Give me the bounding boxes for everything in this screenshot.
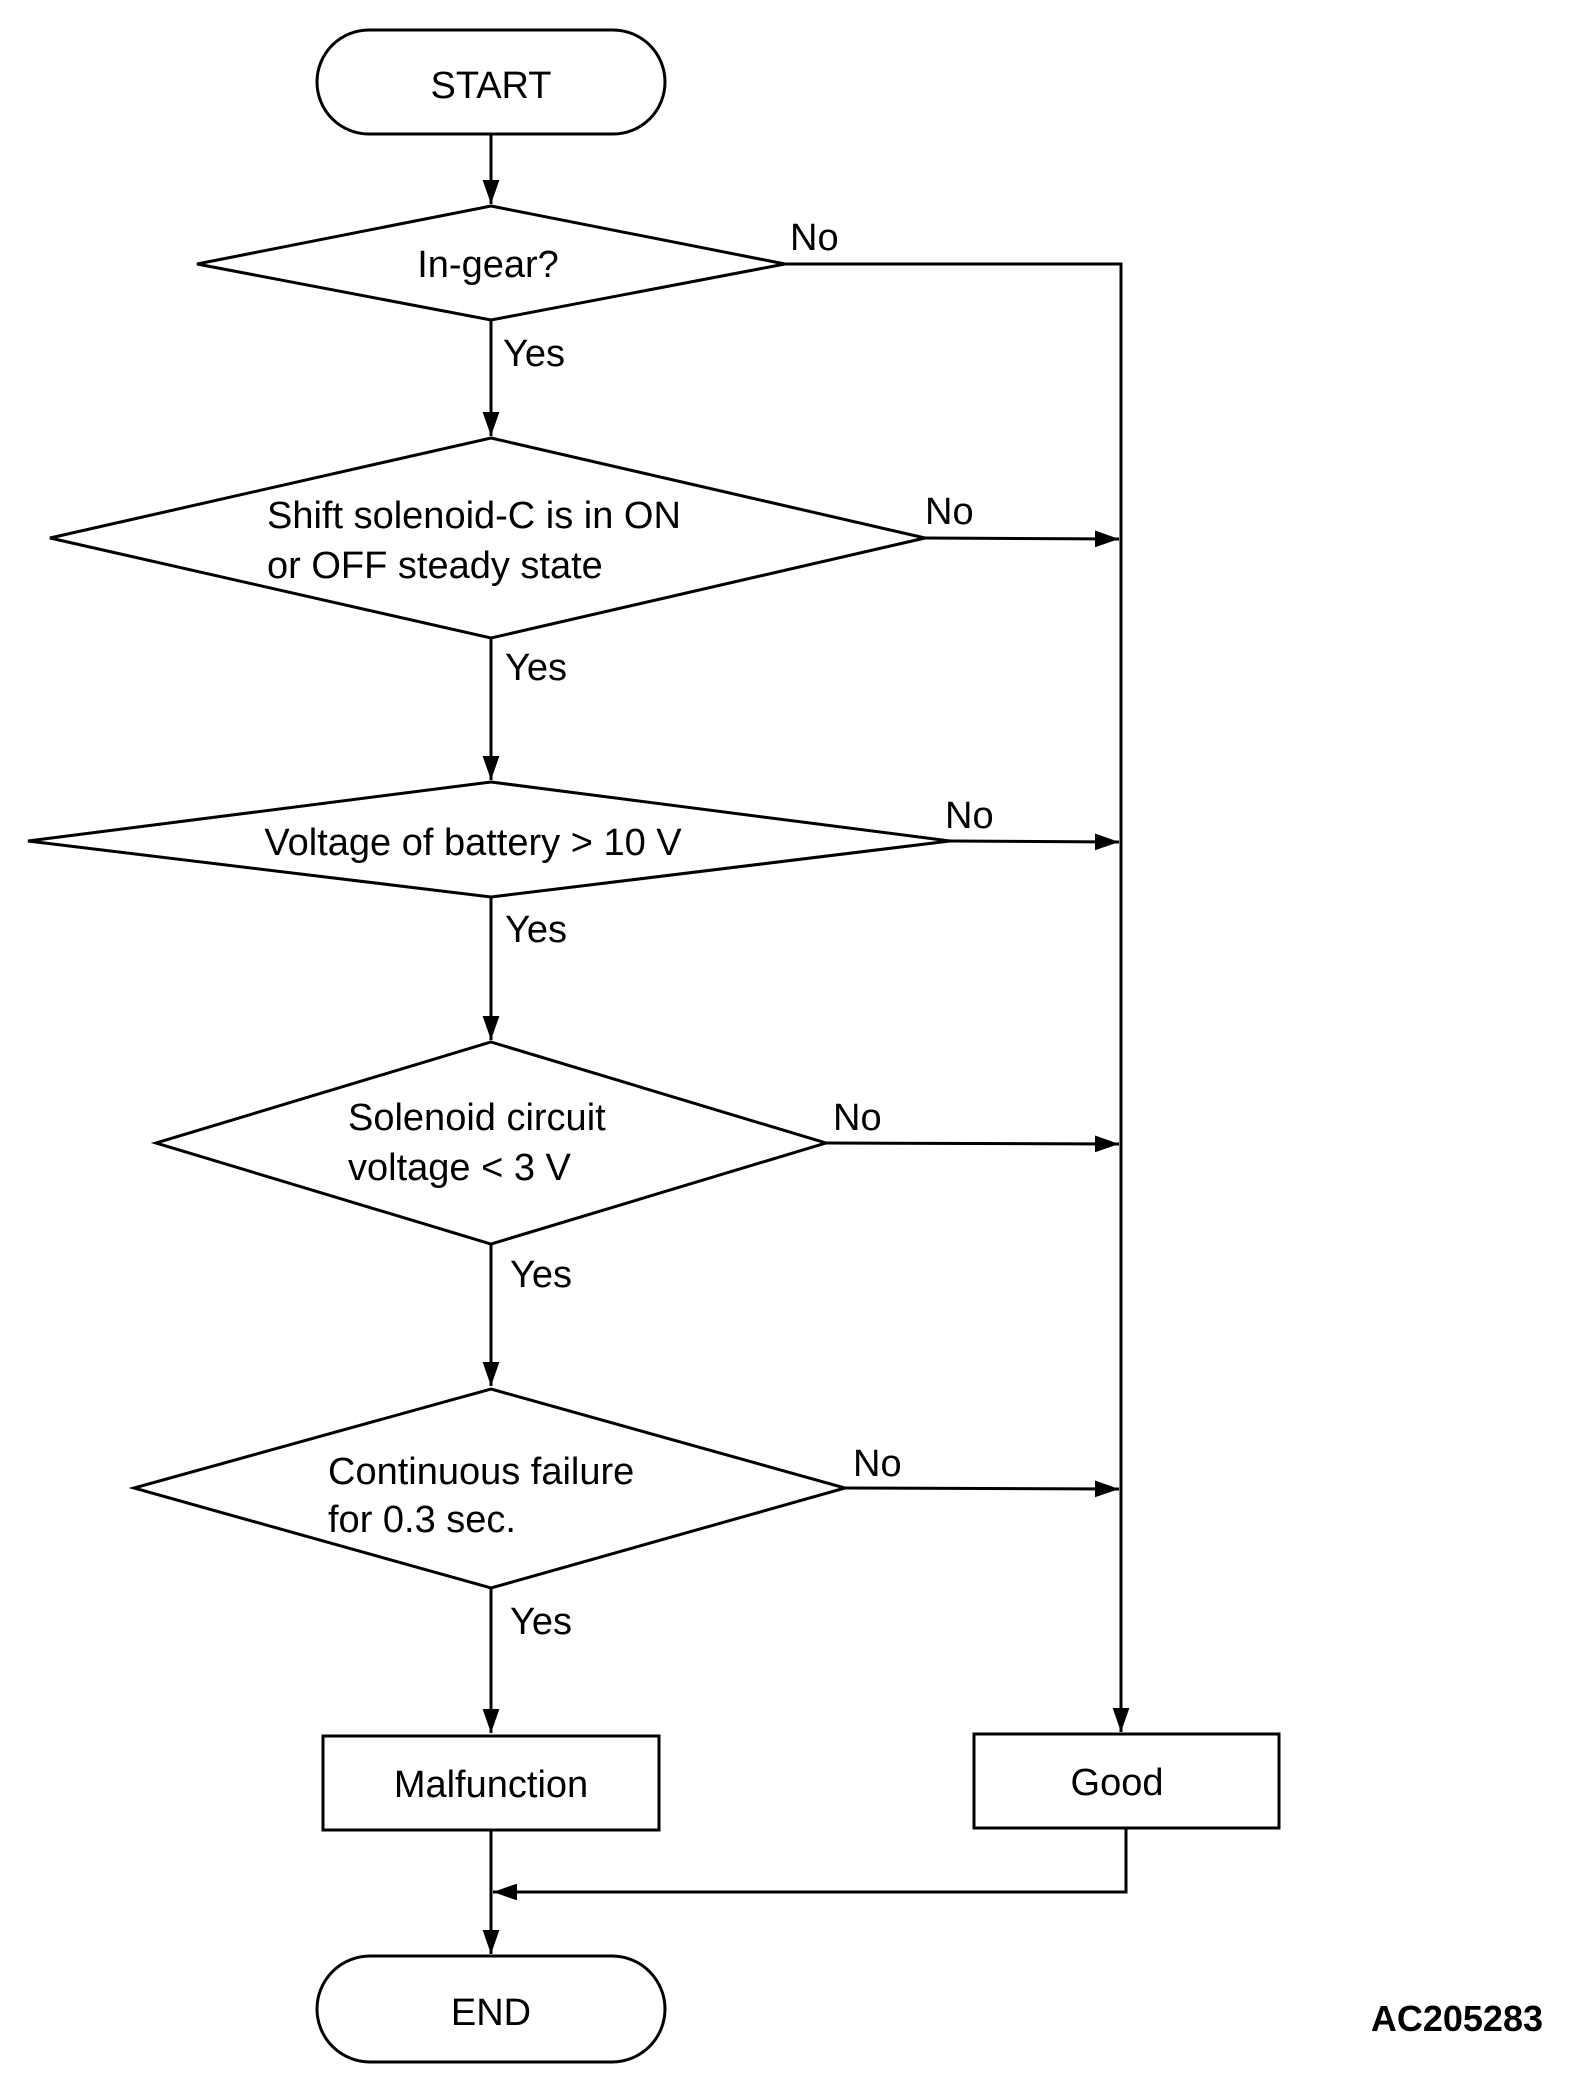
decision-continuous-failure-text-2: for 0.3 sec.: [328, 1499, 516, 1541]
decision-in-gear-no-label: No: [790, 217, 839, 259]
decision-continuous-failure-no-label: No: [853, 1443, 902, 1485]
decision-continuous-failure: Continuous failure for 0.3 sec.: [128, 1387, 851, 1590]
decision-battery-voltage: Voltage of battery > 10 V: [27, 780, 951, 899]
decision-in-gear-text: In-gear?: [417, 244, 559, 286]
malfunction-box: Malfunction: [321, 1734, 661, 1832]
connector-solenoid-state-no: [924, 530, 1120, 548]
decision-solenoid-state-no-label: No: [925, 491, 974, 533]
decision-circuit-voltage-text-1: Solenoid circuit: [348, 1097, 606, 1139]
decision-solenoid-state-text-2: or OFF steady state: [267, 545, 603, 587]
end-label: END: [451, 1992, 531, 2034]
good-box: Good: [972, 1732, 1281, 1830]
connector-battery-no: [949, 833, 1120, 851]
connector-good-to-end: [493, 1828, 1128, 1901]
decision-continuous-failure-text-1: Continuous failure: [328, 1451, 634, 1493]
decision-continuous-failure-yes-label: Yes: [510, 1601, 572, 1643]
decision-battery-voltage-no-label: No: [945, 795, 994, 837]
no-rail-to-good: [785, 262, 1130, 1732]
decision-solenoid-state-text-1: Shift solenoid-C is in ON: [267, 495, 681, 537]
figure-code: AC205283: [1371, 1998, 1543, 2039]
start-terminator: START: [315, 28, 667, 136]
decision-solenoid-state-yes-label: Yes: [505, 647, 567, 689]
decision-circuit-voltage-yes-label: Yes: [510, 1254, 572, 1296]
good-label: Good: [1071, 1762, 1164, 1804]
decision-circuit-voltage-no-label: No: [833, 1097, 882, 1139]
decision-solenoid-state: Shift solenoid-C is in ON or OFF steady …: [49, 436, 926, 640]
malfunction-label: Malfunction: [394, 1764, 588, 1806]
connector-circuit-voltage-no: [825, 1135, 1120, 1153]
decision-circuit-voltage-text-2: voltage < 3 V: [348, 1147, 572, 1189]
decision-in-gear-yes-label: Yes: [503, 333, 565, 375]
decision-circuit-voltage: Solenoid circuit voltage < 3 V: [150, 1040, 832, 1246]
connector-continuous-failure-no: [844, 1480, 1120, 1498]
decision-battery-voltage-yes-label: Yes: [505, 909, 567, 951]
decision-battery-voltage-text: Voltage of battery > 10 V: [264, 822, 682, 864]
decision-in-gear: In-gear?: [196, 204, 786, 322]
start-label: START: [430, 65, 551, 107]
end-terminator: END: [315, 1954, 667, 2064]
